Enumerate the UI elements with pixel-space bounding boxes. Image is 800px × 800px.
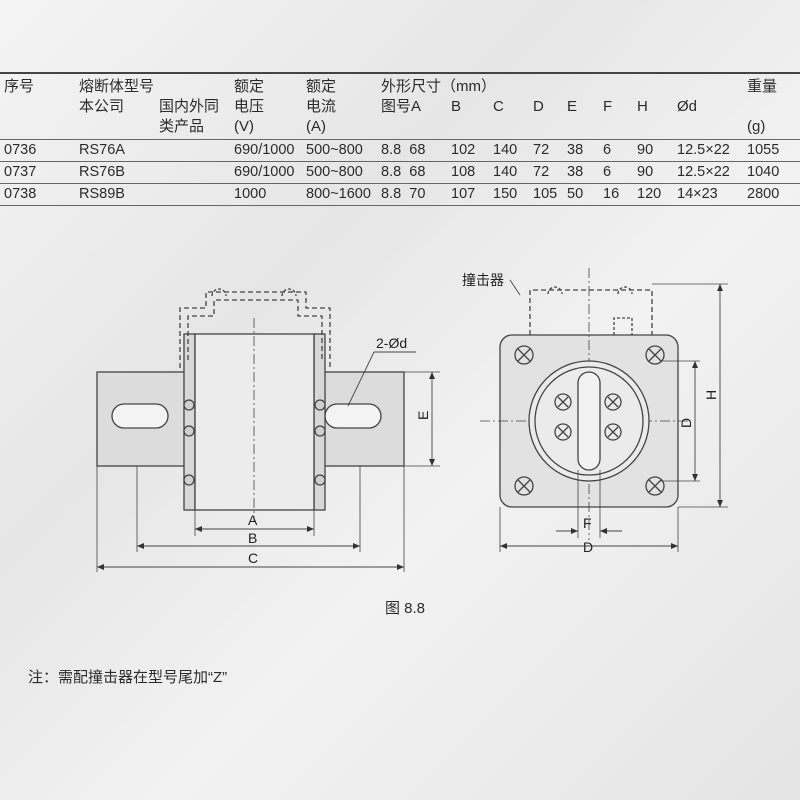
table-row: 0737 RS76B 690/1000 500~800 8.8 68 108 1… bbox=[0, 161, 800, 184]
indicator-slot bbox=[577, 371, 601, 471]
header-D: D bbox=[533, 98, 544, 115]
header-phi: Ød bbox=[677, 98, 698, 115]
header-current-unit: (A) bbox=[306, 118, 327, 135]
dim-label-A: A bbox=[248, 512, 258, 528]
header-F: F bbox=[603, 98, 613, 115]
header-B: B bbox=[451, 98, 462, 115]
header-current-2: 电流 bbox=[306, 98, 337, 115]
header-fig-A: 图号A bbox=[377, 97, 447, 117]
header-voltage: 额定 bbox=[230, 72, 303, 97]
header-weight-unit: (g) bbox=[747, 118, 766, 135]
fuse-body bbox=[194, 333, 315, 511]
bolt-icons bbox=[183, 399, 326, 486]
header-domestic-2: 类产品 bbox=[159, 118, 205, 135]
dim-label-D-right: D bbox=[678, 418, 694, 428]
header-weight: 重量 bbox=[743, 72, 800, 97]
header-fig: 图号 bbox=[381, 98, 412, 115]
table-row: 0738 RS89B 1000 800~1600 8.8 70 107 150 … bbox=[0, 183, 800, 206]
header-E: E bbox=[567, 98, 578, 115]
dim-label-C: C bbox=[248, 550, 258, 566]
header-C: C bbox=[493, 98, 504, 115]
dim-label-B: B bbox=[248, 530, 257, 546]
technical-drawing: 2-Ød E A B C bbox=[96, 268, 728, 572]
label-striker: 撞击器 bbox=[462, 272, 504, 288]
header-A: A bbox=[411, 98, 422, 115]
dim-label-E: E bbox=[415, 411, 431, 420]
table-row: 0736 RS76A 690/1000 500~800 8.8 68 102 1… bbox=[0, 139, 800, 162]
figure-caption: 图 8.8 bbox=[385, 600, 426, 617]
header-our-model: 本公司 bbox=[79, 98, 125, 115]
header-H: H bbox=[637, 98, 648, 115]
header-voltage-unit: (V) bbox=[234, 118, 255, 135]
fuse-front-view bbox=[480, 268, 728, 552]
header-dims: 外形尺寸（mm） bbox=[377, 72, 744, 97]
header-model: 熔断体型号 bbox=[75, 72, 231, 97]
header-domestic: 国内外同 bbox=[159, 98, 220, 115]
right-slot-hole bbox=[324, 403, 382, 429]
table-header-row: 本公司 国内外同 电压 电流 图号A B C D E F H Ød bbox=[0, 97, 800, 117]
header-seq: 序号 bbox=[0, 72, 75, 97]
spec-table: 序号 熔断体型号 额定 额定 外形尺寸（mm） 重量 本公司 国内外同 电压 电… bbox=[0, 72, 800, 206]
dim-label-D-bottom: D bbox=[583, 539, 593, 555]
inner-bolt-icons bbox=[554, 393, 622, 441]
dim-label-2-phi-d: 2-Ød bbox=[376, 335, 407, 351]
dim-label-H: H bbox=[703, 390, 719, 400]
striker-outline bbox=[179, 291, 331, 368]
fuse-side-view bbox=[96, 288, 440, 572]
corner-bolt-icons bbox=[514, 345, 665, 496]
table-header-row: 序号 熔断体型号 额定 额定 外形尺寸（mm） 重量 bbox=[0, 72, 800, 97]
striker-top-outline bbox=[529, 289, 653, 335]
footnote: 注：需配撞击器在型号尾加“Z” bbox=[28, 669, 228, 686]
table-header-row: 类产品 (V) (A) (g) bbox=[0, 117, 800, 140]
header-current: 额定 bbox=[302, 72, 378, 97]
dim-label-F: F bbox=[583, 515, 592, 531]
header-voltage-2: 电压 bbox=[234, 98, 265, 115]
left-slot-hole bbox=[111, 403, 169, 429]
